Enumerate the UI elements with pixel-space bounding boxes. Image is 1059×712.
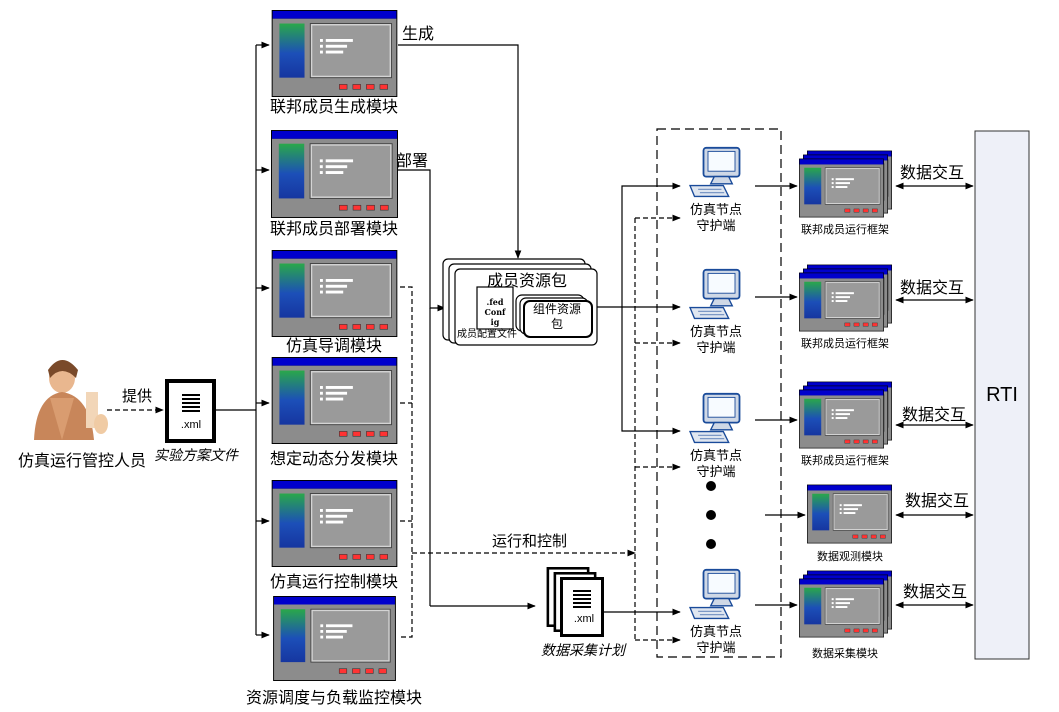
module-window-director <box>271 250 398 337</box>
resource-pack-title: 成员资源包 <box>487 271 568 290</box>
daemon-computer-icon <box>689 568 741 620</box>
right-module-label-1: 联邦成员运行框架 <box>801 223 889 236</box>
module-label-generate: 联邦成员生成模块 <box>269 97 399 116</box>
module-label-director: 仿真导调模块 <box>285 336 383 355</box>
module-label-runcontrol: 仿真运行控制模块 <box>269 572 399 591</box>
experiment-doc-ext: .xml <box>180 419 202 431</box>
resource-pack <box>442 258 598 346</box>
operator-label: 仿真运行管控人员 <box>17 451 147 470</box>
daemon-label-4: 仿真节点 守护端 <box>689 625 743 656</box>
exchange-label-4: 数据交互 <box>905 491 970 510</box>
provide-label: 提供 <box>122 387 153 405</box>
right-module-label-4: 数据观测模块 <box>817 550 883 563</box>
module-window-runcontrol <box>271 480 398 567</box>
daemon-computer-icon <box>689 268 741 320</box>
right-module-4 <box>807 484 892 544</box>
experiment-doc-label: 实验方案文件 <box>154 448 238 464</box>
deploy-label: 部署 <box>396 151 429 170</box>
fed-config-file-icon <box>476 286 514 330</box>
component-pack-label: 组件资源 包 <box>532 302 582 331</box>
right-module-1 <box>799 150 892 218</box>
fed-config-label: .fed Conf ig <box>484 297 506 327</box>
generate-arrow <box>398 44 522 259</box>
exchange-label-1: 数据交互 <box>900 163 965 182</box>
right-module-5 <box>799 570 892 638</box>
run-control-label: 运行和控制 <box>492 532 568 550</box>
module-label-resource: 资源调度与负载监控模块 <box>245 688 423 707</box>
collection-plan-ext: .xml <box>573 613 595 625</box>
generate-label: 生成 <box>402 24 435 43</box>
module-window-scenario <box>271 357 398 444</box>
daemon-group-box <box>656 128 782 658</box>
right-module-3 <box>799 381 892 449</box>
daemon-label-3: 仿真节点 守护端 <box>689 449 743 480</box>
module-label-deploy: 联邦成员部署模块 <box>269 219 399 238</box>
daemon-computer-icon <box>689 392 741 444</box>
exchange-label-3: 数据交互 <box>902 405 967 424</box>
daemon-computer-icon <box>689 146 741 198</box>
module-window-generate <box>271 10 398 97</box>
module-label-scenario: 想定动态分发模块 <box>269 449 399 468</box>
module-window-resource <box>272 596 397 681</box>
rti-label: RTI <box>986 384 1018 406</box>
more-dots <box>706 481 716 491</box>
collection-plan-label: 数据采集计划 <box>541 643 625 659</box>
exchange-label-5: 数据交互 <box>903 582 968 601</box>
deploy-arrow <box>398 169 446 312</box>
right-module-label-3: 联邦成员运行框架 <box>801 454 889 467</box>
exchange-label-2: 数据交互 <box>900 278 965 297</box>
right-module-label-2: 联邦成员运行框架 <box>801 337 889 350</box>
daemon-label-2: 仿真节点 守护端 <box>689 325 743 356</box>
right-module-2 <box>799 264 892 332</box>
operator-person-icon <box>34 360 108 440</box>
right-module-label-5: 数据采集模块 <box>812 647 878 660</box>
config-file-label: 成员配置文件 <box>457 329 517 340</box>
daemon-label-1: 仿真节点 守护端 <box>689 203 743 234</box>
module-window-deploy <box>271 130 398 218</box>
rti-bar <box>974 130 1030 660</box>
